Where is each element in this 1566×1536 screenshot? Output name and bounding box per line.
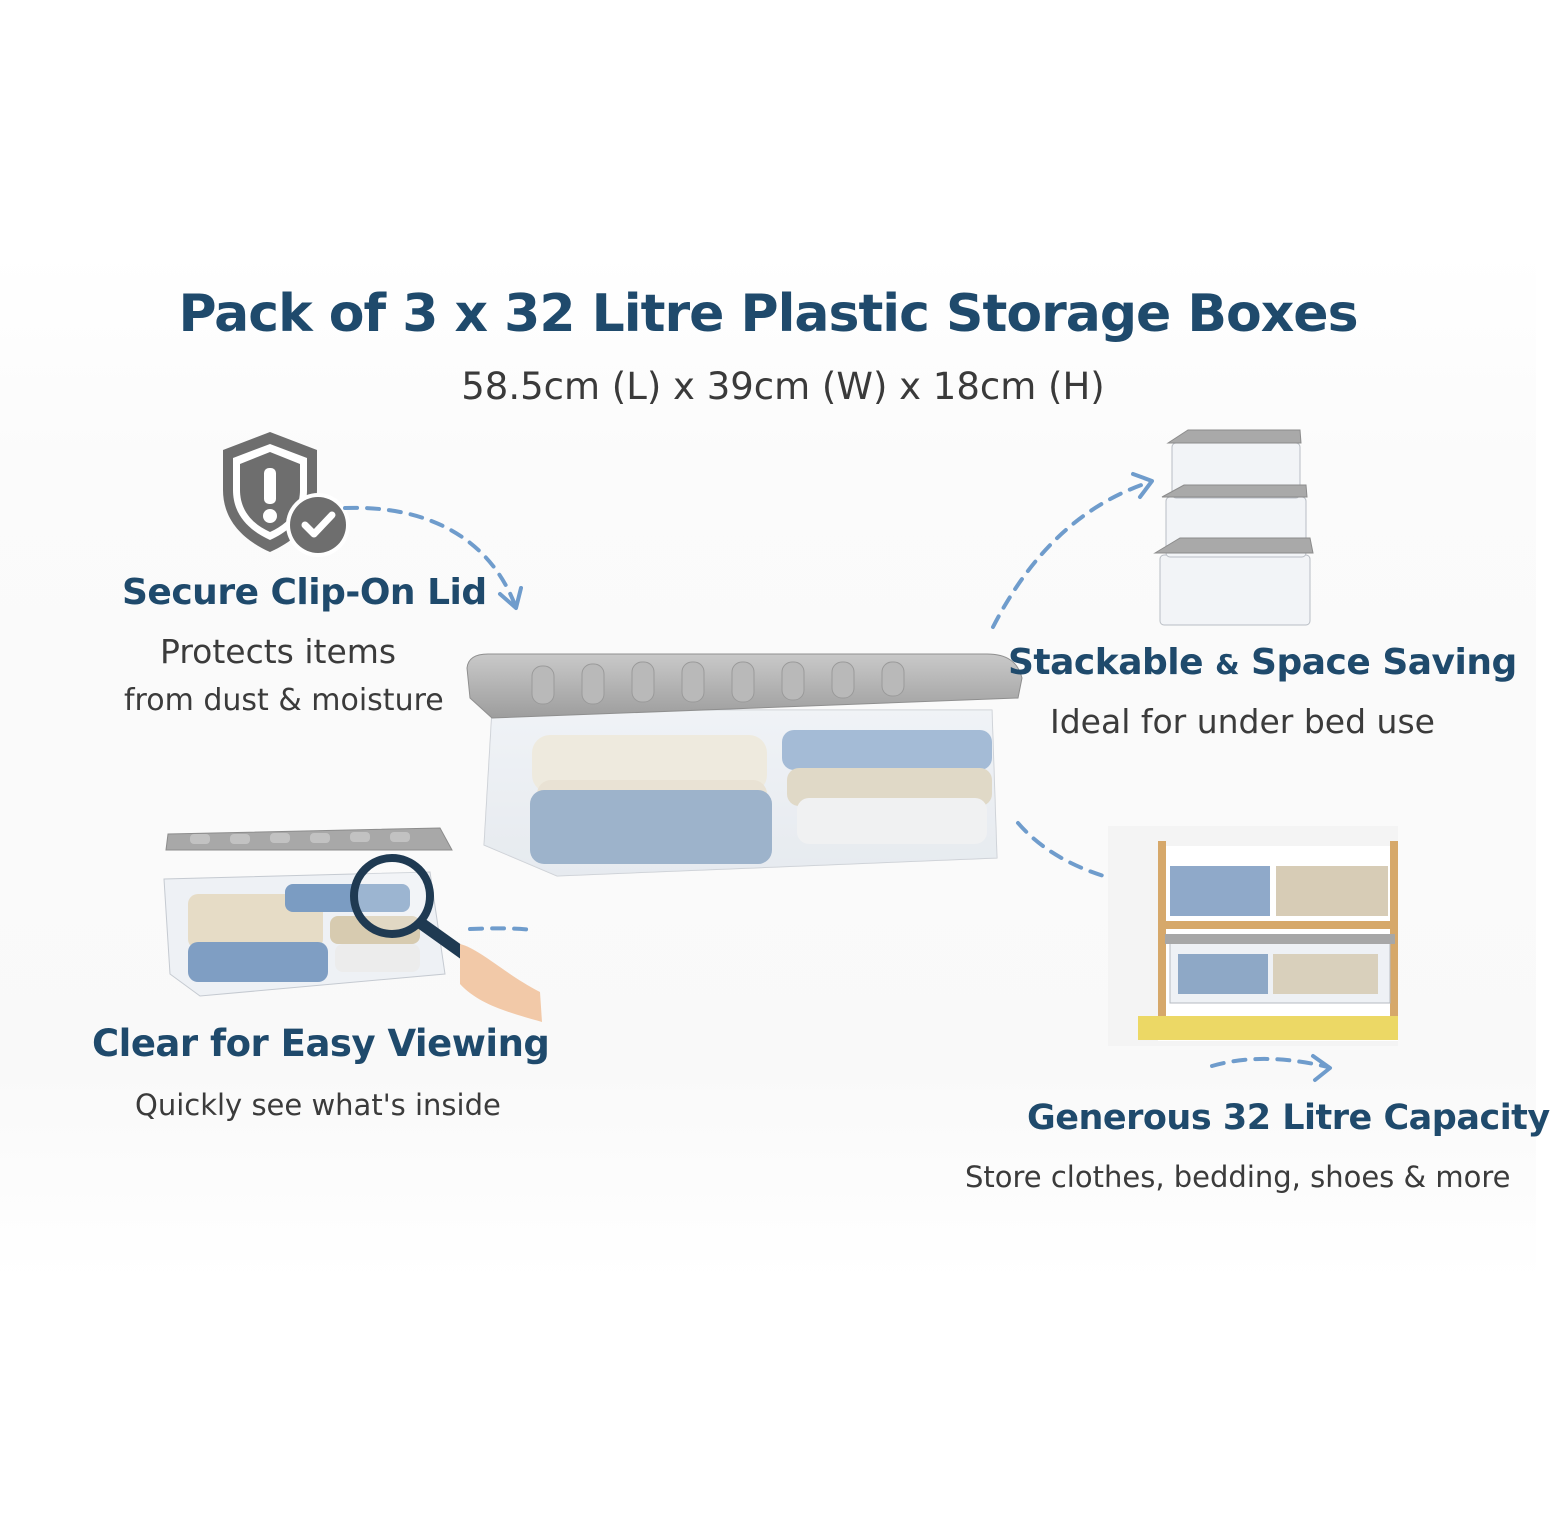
shield-exclamation-check-icon (223, 432, 350, 557)
capacity-feature-title: Generous 32 Litre Capacity (1027, 1098, 1550, 1138)
main-storage-box-image (466, 653, 1023, 877)
stacked-boxes-image (1153, 429, 1314, 626)
clear-box-image (163, 827, 542, 1022)
lid-feature-title: Secure Clip-On Lid (122, 572, 487, 613)
stackable-title-part2: Space Saving (1251, 642, 1517, 683)
stackable-feature-title: Stackable & Space Saving (1008, 642, 1517, 683)
lid-feature-line2: from dust & moisture (124, 683, 444, 718)
page-title: Pack of 3 x 32 Litre Plastic Storage Box… (178, 284, 1358, 344)
capacity-feature-line1: Store clothes, bedding, shoes & more (965, 1160, 1511, 1194)
stackable-feature-line1: Ideal for under bed use (1050, 702, 1435, 741)
clear-feature-title: Clear for Easy Viewing (92, 1022, 550, 1065)
stackable-title-part1: Stackable (1008, 642, 1204, 683)
dimensions-subtitle: 58.5cm (L) x 39cm (W) x 18cm (H) (461, 365, 1105, 408)
clear-feature-line1: Quickly see what's inside (135, 1088, 501, 1122)
stackable-title-amp: & (1215, 648, 1239, 681)
lid-feature-line1: Protects items (160, 632, 397, 671)
shelf-storage-image (1108, 826, 1398, 1046)
